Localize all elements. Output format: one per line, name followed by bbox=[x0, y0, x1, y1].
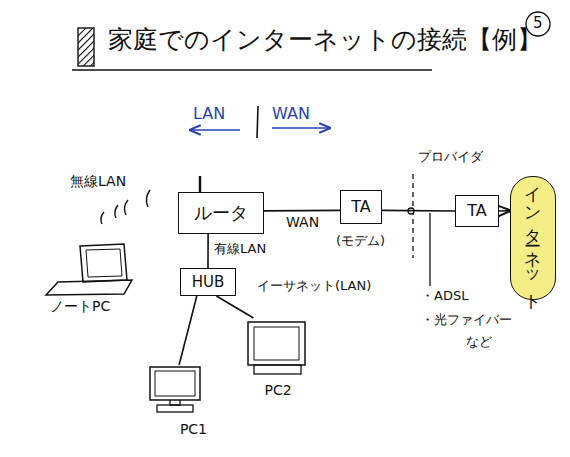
connector-label: イーサネット(LAN) bbox=[257, 279, 371, 293]
wireless-wave bbox=[101, 212, 104, 224]
node-text: HUB bbox=[192, 274, 225, 291]
monitor-body bbox=[248, 322, 305, 365]
node-text: TA bbox=[351, 198, 370, 216]
ta-box: TA bbox=[455, 195, 499, 227]
pc-base bbox=[157, 405, 193, 412]
node-text: ルータ bbox=[194, 203, 248, 223]
leader-line bbox=[429, 213, 430, 286]
pc-base bbox=[254, 365, 301, 374]
note-text: など bbox=[466, 335, 492, 349]
laptop-screen-inner bbox=[86, 249, 122, 277]
line-type: ・ADSL bbox=[421, 289, 468, 303]
zone-label: LAN bbox=[193, 105, 225, 123]
lan-arrow bbox=[190, 129, 240, 131]
connector-line bbox=[216, 296, 253, 318]
hub-box: HUB bbox=[180, 268, 236, 296]
wireless-wave bbox=[124, 200, 128, 215]
laptop-node: ノートPC bbox=[40, 240, 140, 316]
ta-box: TA bbox=[340, 190, 382, 224]
node-text: インターネット bbox=[524, 174, 543, 303]
title-underline bbox=[72, 69, 432, 71]
wireless-wave bbox=[146, 190, 150, 207]
monitor-body bbox=[150, 367, 200, 400]
pc-node: PC2 bbox=[243, 318, 313, 400]
connector-line bbox=[264, 210, 340, 212]
lan-wan-divider bbox=[257, 106, 258, 138]
page-number: 5 bbox=[533, 15, 543, 32]
connector-label: WAN bbox=[286, 215, 319, 230]
connector-line bbox=[179, 296, 197, 365]
provider-boundary bbox=[412, 174, 413, 258]
diagram-title: 家庭でのインターネットの接続【例】 bbox=[108, 26, 542, 54]
router-box: ルータ bbox=[178, 192, 264, 234]
monitor-screen bbox=[254, 327, 299, 360]
node-text: ノートPC bbox=[50, 299, 110, 314]
device-note: (モデム) bbox=[336, 234, 385, 248]
provider-label: プロバイダ bbox=[418, 150, 483, 164]
wireless-wave bbox=[115, 205, 118, 218]
node-text: PC1 bbox=[180, 422, 207, 437]
internet-band: インターネット bbox=[510, 176, 556, 300]
wireless-label: 無線LAN bbox=[70, 174, 126, 189]
monitor-screen bbox=[155, 371, 195, 396]
connector-line bbox=[499, 210, 510, 212]
line-type: ・光ファイバー bbox=[421, 313, 512, 327]
laptop-base bbox=[46, 280, 132, 295]
pc-node: PC1 bbox=[145, 365, 207, 439]
node-text: TA bbox=[467, 202, 486, 220]
router-antenna bbox=[199, 176, 202, 192]
node-text: PC2 bbox=[264, 383, 291, 398]
zone-label: WAN bbox=[272, 105, 310, 123]
connector-label: 有線LAN bbox=[214, 242, 266, 256]
wan-arrow bbox=[272, 127, 330, 129]
connector-line bbox=[207, 234, 209, 268]
laptop-screen bbox=[80, 244, 127, 282]
monitor-stand bbox=[170, 400, 180, 405]
title-hatch-box bbox=[78, 28, 94, 66]
connector-line bbox=[382, 210, 455, 212]
